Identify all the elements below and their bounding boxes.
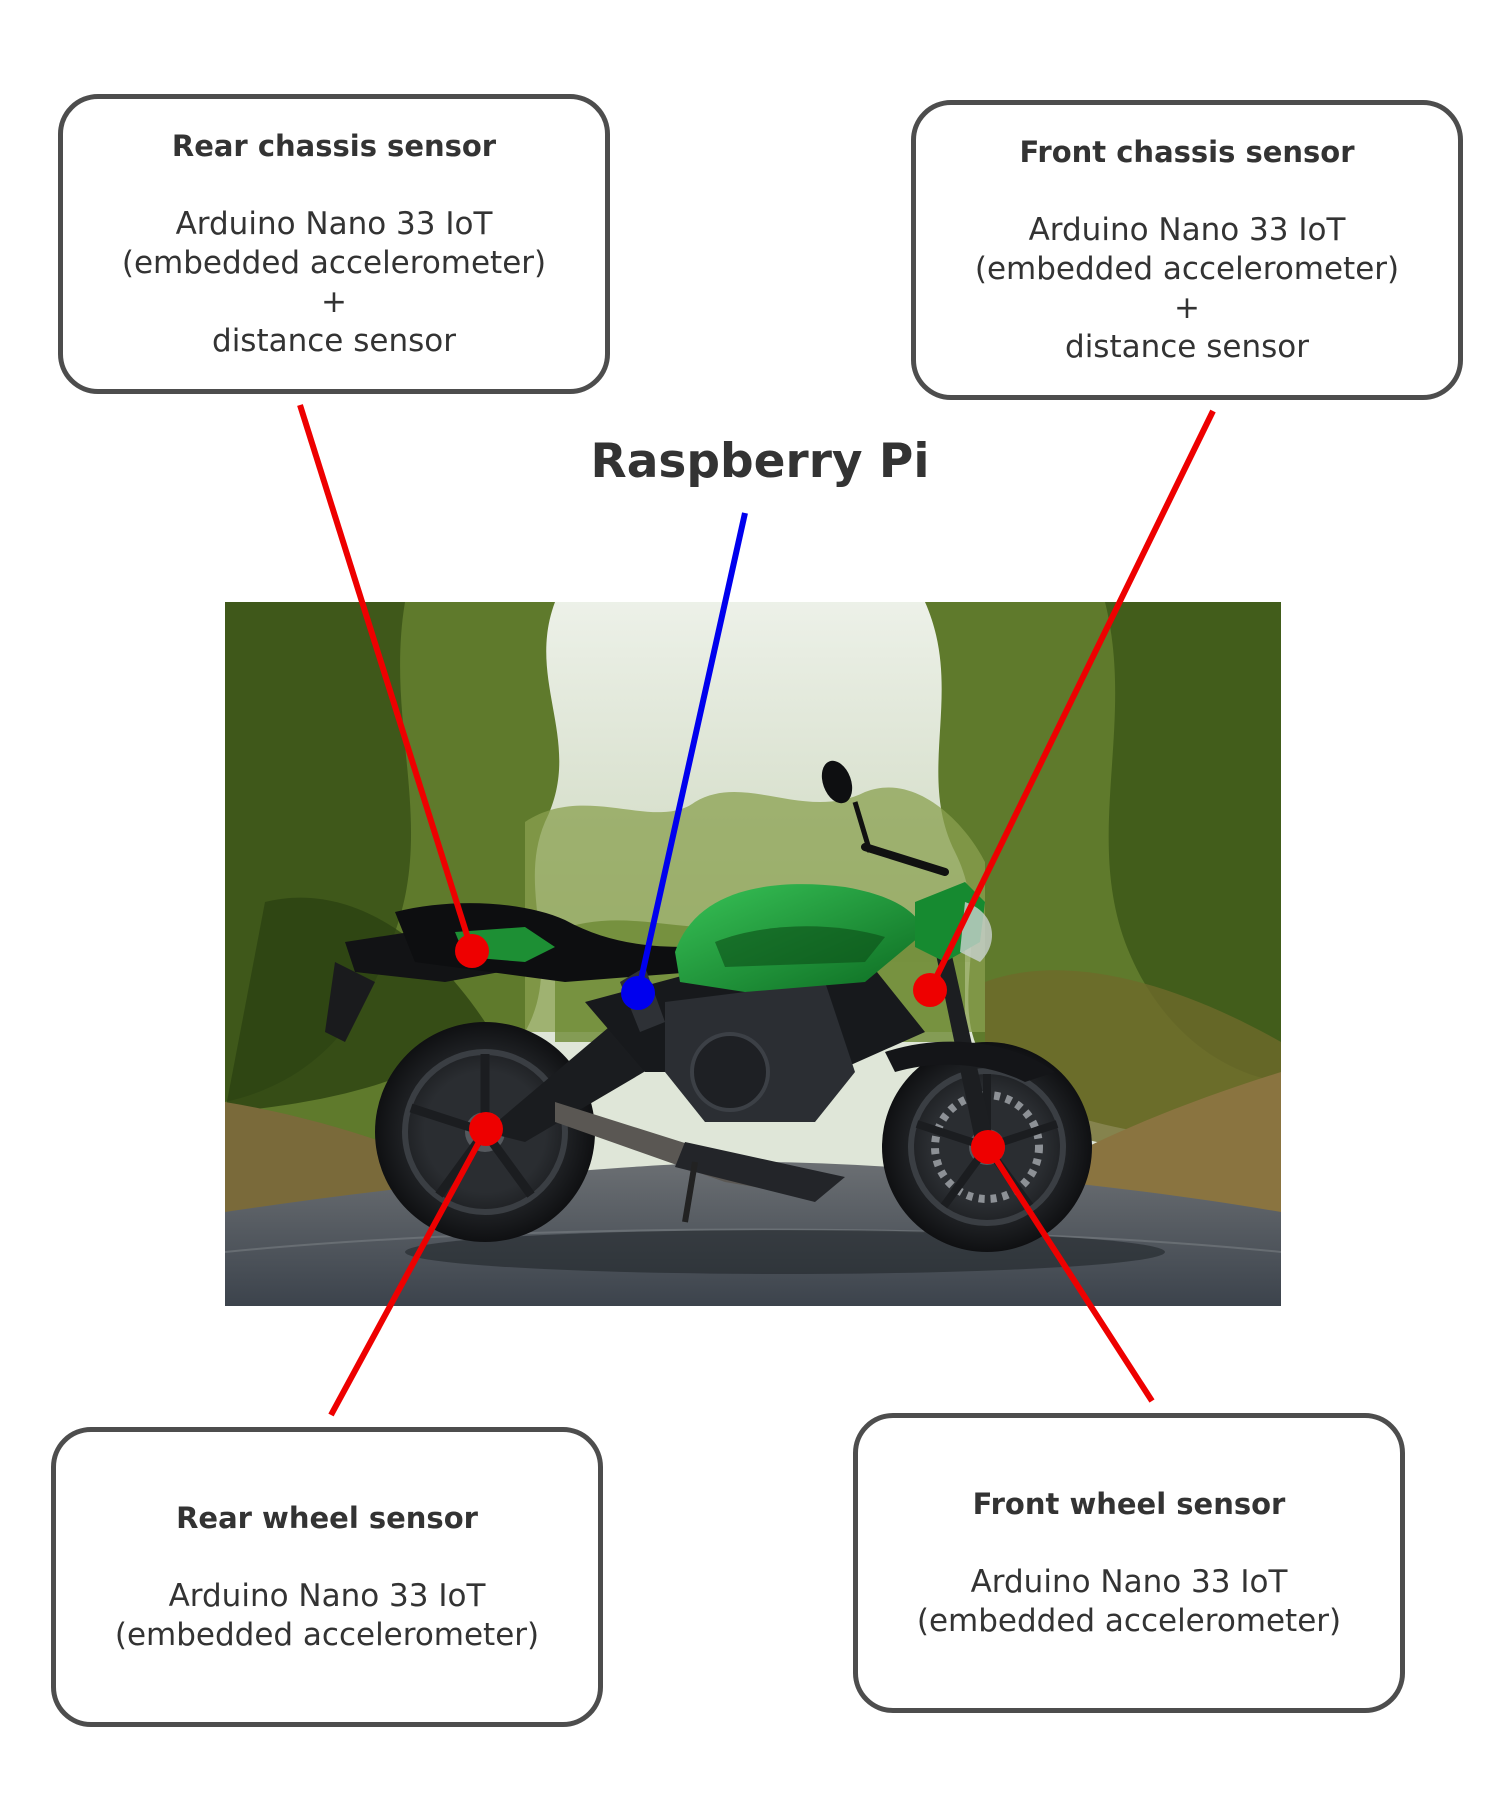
front-chassis-sensor-box: Front chassis sensor Arduino Nano 33 IoT… (911, 100, 1463, 400)
rear-wheel-sensor-device: Arduino Nano 33 IoT (168, 1578, 486, 1614)
front-wheel-sensor-title: Front wheel sensor (972, 1487, 1286, 1521)
motorcycle-photo (225, 602, 1281, 1306)
rear-chassis-sensor-detail: (embedded accelerometer) (121, 245, 547, 281)
front-chassis-sensor-plus: + (1174, 290, 1200, 326)
raspberry-pi-label: Raspberry Pi (590, 434, 930, 489)
rear-chassis-sensor-extra: distance sensor (212, 323, 456, 359)
front-chassis-sensor-title: Front chassis sensor (1019, 135, 1355, 169)
front-wheel-sensor-detail: (embedded accelerometer) (916, 1603, 1342, 1639)
rear-wheel-sensor-box: Rear wheel sensor Arduino Nano 33 IoT (e… (51, 1427, 603, 1727)
rear-chassis-sensor-title: Rear chassis sensor (171, 129, 497, 163)
front-wheel-sensor-device: Arduino Nano 33 IoT (970, 1564, 1288, 1600)
rear-wheel-sensor-detail: (embedded accelerometer) (114, 1617, 540, 1653)
rear-chassis-sensor-plus: + (321, 284, 347, 320)
rear-wheel-sensor-title: Rear wheel sensor (176, 1501, 478, 1535)
rear-chassis-sensor-device: Arduino Nano 33 IoT (175, 206, 493, 242)
rear-chassis-sensor-box: Rear chassis sensor Arduino Nano 33 IoT … (58, 94, 610, 394)
front-chassis-sensor-extra: distance sensor (1065, 329, 1309, 365)
front-wheel-sensor-box: Front wheel sensor Arduino Nano 33 IoT (… (853, 1413, 1405, 1713)
front-chassis-sensor-device: Arduino Nano 33 IoT (1028, 212, 1346, 248)
front-chassis-sensor-detail: (embedded accelerometer) (974, 251, 1400, 287)
